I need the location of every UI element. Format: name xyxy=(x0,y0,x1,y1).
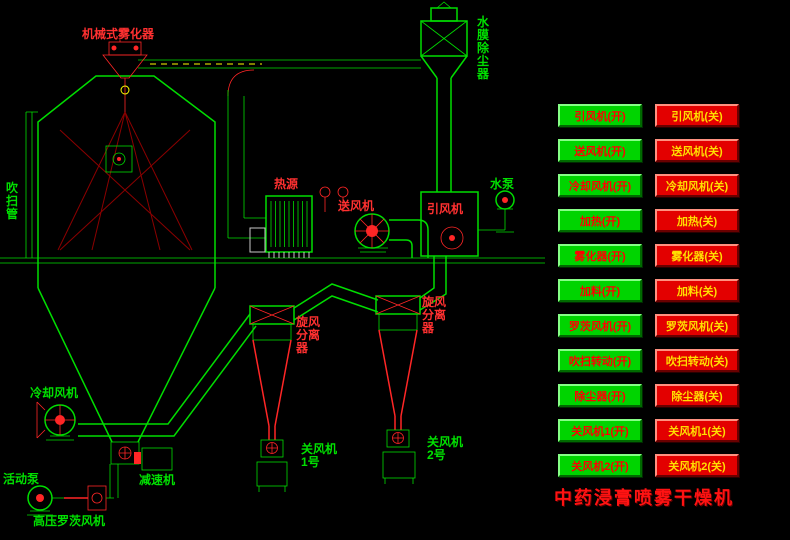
supply-fan-label: 送风机 xyxy=(338,199,375,213)
atomizer-off-button[interactable]: 雾化器(关) xyxy=(655,244,739,267)
feeding-on-button[interactable]: 加料(开) xyxy=(558,279,642,302)
page-title: 中药浸膏喷雾干燥机 xyxy=(554,488,734,508)
feeding-off-button[interactable]: 加料(关) xyxy=(655,279,739,302)
cyclone-1-label: 旋风分离器 xyxy=(296,315,321,355)
top-exhaust-duct xyxy=(138,59,421,97)
purge-pipe xyxy=(25,111,38,258)
roots-blower xyxy=(64,464,119,511)
cyclone-separator-1 xyxy=(249,305,295,492)
cooling-fan xyxy=(36,401,76,441)
underground-duct-main xyxy=(78,313,257,437)
supply-fan-on-button[interactable]: 送风机(开) xyxy=(558,139,642,162)
roots-blower-on-button[interactable]: 罗茨风机(开) xyxy=(558,314,642,337)
induced-fan-label: 引风机 xyxy=(427,202,464,216)
on-button-column: 引风机(开) 送风机(开) 冷却风机(开) 加热(开) 雾化器(开) 加料(开)… xyxy=(558,104,642,477)
water-pump-label: 水泵 xyxy=(490,177,515,191)
water-film-dust-collector xyxy=(420,1,468,192)
process-diagram-drawing xyxy=(0,1,545,516)
supply-duct-elbow xyxy=(389,219,429,258)
cyclone-2-label: 旋风分离器 xyxy=(422,295,447,335)
atomizer-on-button[interactable]: 雾化器(开) xyxy=(558,244,642,267)
supply-fan-off-button[interactable]: 送风机(关) xyxy=(655,139,739,162)
airlock-1-off-button[interactable]: 关风机1(关) xyxy=(655,419,739,442)
airlock-2-off-button[interactable]: 关风机2(关) xyxy=(655,454,739,477)
induced-fan-off-button[interactable]: 引风机(关) xyxy=(655,104,739,127)
mobile-pump-label: 活动泵 xyxy=(3,472,40,486)
supply-fan xyxy=(354,213,390,253)
roots-blower-off-button[interactable]: 罗茨风机(关) xyxy=(655,314,739,337)
mobile-pump xyxy=(27,485,64,516)
purge-rotate-on-button[interactable]: 吹扫转动(开) xyxy=(558,349,642,372)
purge-pipe-label: 吹扫管 xyxy=(6,181,19,221)
roots-blower-label: 高压罗茨风机 xyxy=(33,514,106,528)
purge-rotate-off-button[interactable]: 吹扫转动(关) xyxy=(655,349,739,372)
duct-cyclone2-to-fan xyxy=(419,256,447,311)
ground-line xyxy=(0,257,545,264)
airlock-1-label: 关风机1号 xyxy=(301,442,338,469)
airlock-2-label: 关风机2号 xyxy=(427,435,464,462)
dust-collector-off-button[interactable]: 除尘器(关) xyxy=(655,384,739,407)
atomizer-label: 机械式雾化器 xyxy=(82,27,155,41)
cooling-fan-on-button[interactable]: 冷却风机(开) xyxy=(558,174,642,197)
duct-cyclone1-to-cyclone2 xyxy=(293,283,379,321)
dust-collector-label: 水膜除尘器 xyxy=(477,15,490,81)
pressure-gauges xyxy=(319,186,349,212)
airlock-1-on-button[interactable]: 关风机1(开) xyxy=(558,419,642,442)
heating-off-button[interactable]: 加热(关) xyxy=(655,209,739,232)
heat-source-label: 热源 xyxy=(274,177,299,191)
airlock-2-on-button[interactable]: 关风机2(开) xyxy=(558,454,642,477)
atomizer-assembly xyxy=(102,40,148,112)
reducer xyxy=(134,447,173,471)
induced-fan-on-button[interactable]: 引风机(开) xyxy=(558,104,642,127)
hot-air-duct xyxy=(227,90,266,239)
heater xyxy=(249,195,313,258)
cooling-fan-label: 冷却风机 xyxy=(30,386,79,400)
process-diagram: 机械式雾化器 吹扫管 热源 送风机 水膜除尘器 水泵 引风机 旋风分离器 旋风分… xyxy=(0,1,545,528)
cyclone-separator-2 xyxy=(375,295,421,484)
off-button-column: 引风机(关) 送风机(关) 冷却风机(关) 加热(关) 雾化器(关) 加料(关)… xyxy=(655,104,739,477)
dust-collector-on-button[interactable]: 除尘器(开) xyxy=(558,384,642,407)
reducer-label: 减速机 xyxy=(139,473,176,487)
heating-on-button[interactable]: 加热(开) xyxy=(558,209,642,232)
induced-fan-box xyxy=(420,191,479,257)
cooling-fan-off-button[interactable]: 冷却风机(关) xyxy=(655,174,739,197)
water-pump xyxy=(478,190,515,233)
spray-tower xyxy=(37,75,216,443)
